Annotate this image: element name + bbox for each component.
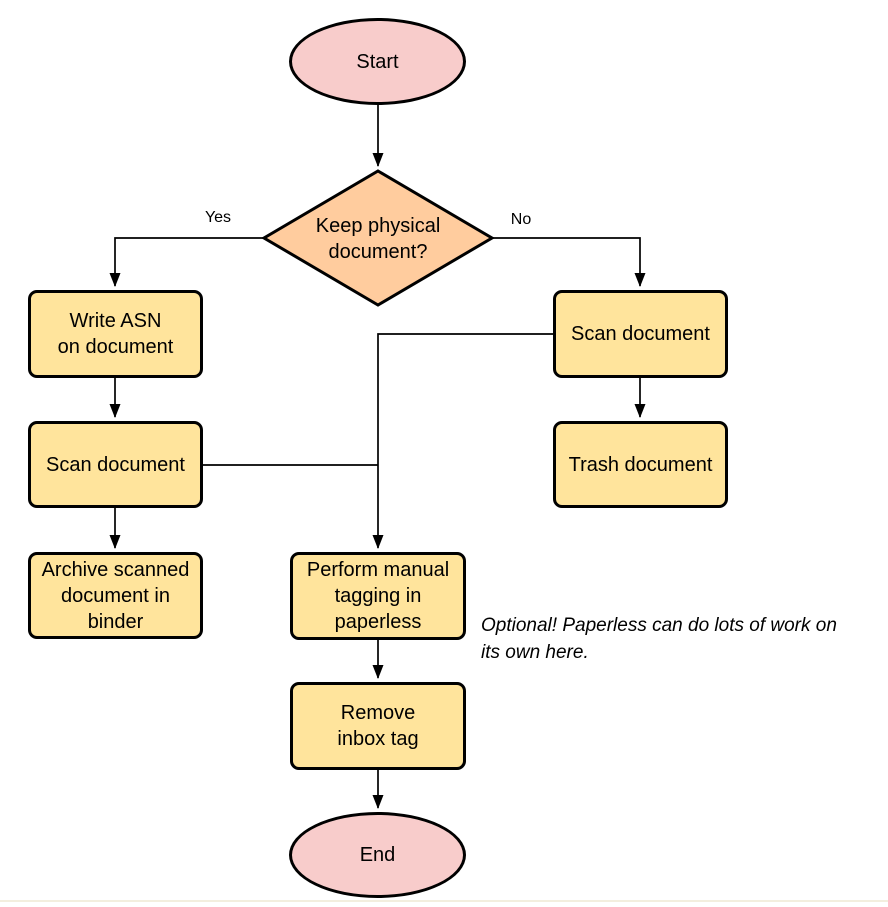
node-end: End [289, 812, 466, 898]
page-bottom-edge-line [0, 900, 888, 902]
annotation-optional-note: Optional! Paperless can do lots of work … [481, 586, 888, 667]
edge-label-no: No [498, 211, 544, 229]
node-remove-label: Remove inbox tag [337, 702, 419, 750]
node-scan-document-left: Scan document [28, 421, 203, 508]
no-label-text: No [510, 211, 532, 228]
node-tagging-label: Perform manual tagging in paperless [306, 559, 450, 633]
node-decision-label: Keep physical document? [280, 201, 476, 276]
node-start: Start [289, 18, 466, 105]
node-remove-inbox-tag: Remove inbox tag [290, 682, 466, 770]
node-trash-document: Trash document [553, 421, 728, 508]
node-archive-in-binder: Archive scanned document in binder [28, 552, 203, 639]
node-trash-label: Trash document [568, 453, 713, 476]
yes-label-text: Yes [204, 209, 232, 226]
decision-label-text: Keep physical document? [315, 214, 441, 263]
edge-scan-right-to-tagging [372, 333, 553, 549]
node-start-label: Start [356, 50, 399, 73]
annotation-text: Optional! Paperless can do lots of work … [481, 614, 837, 663]
node-scan-document-right: Scan document [553, 290, 728, 378]
decision-diamond [261, 169, 495, 307]
node-write-asn-label: Write ASN on document [57, 310, 174, 358]
edge-decision-yes-to-write-asn [109, 237, 264, 287]
edge-decision-no-to-scan-right [492, 237, 646, 287]
node-scan-left-label: Scan document [46, 453, 185, 476]
node-end-label: End [359, 844, 396, 866]
node-write-asn: Write ASN on document [28, 290, 203, 378]
node-manual-tagging: Perform manual tagging in paperless [290, 552, 466, 640]
edge-label-yes: Yes [190, 209, 246, 227]
node-archive-label: Archive scanned document in binder [41, 558, 190, 633]
node-scan-right-label: Scan document [571, 323, 710, 345]
